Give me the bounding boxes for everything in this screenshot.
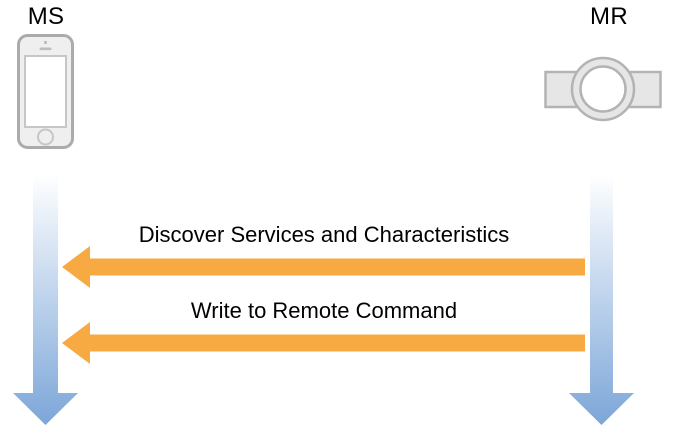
message-arrow-discover-services	[62, 246, 585, 288]
message-label-write-remote-command: Write to Remote Command	[190, 298, 458, 323]
actor-label-ms: MS	[27, 3, 65, 30]
lifeline-ms-arrow	[13, 174, 78, 425]
message-arrow-write-remote-command	[62, 322, 585, 364]
smartwatch-icon	[544, 56, 662, 122]
message-label-discover-services: Discover Services and Characteristics	[138, 222, 510, 247]
actor-label-mr: MR	[590, 3, 628, 30]
lifeline-mr-arrow	[569, 174, 634, 425]
iphone-icon	[17, 34, 74, 149]
